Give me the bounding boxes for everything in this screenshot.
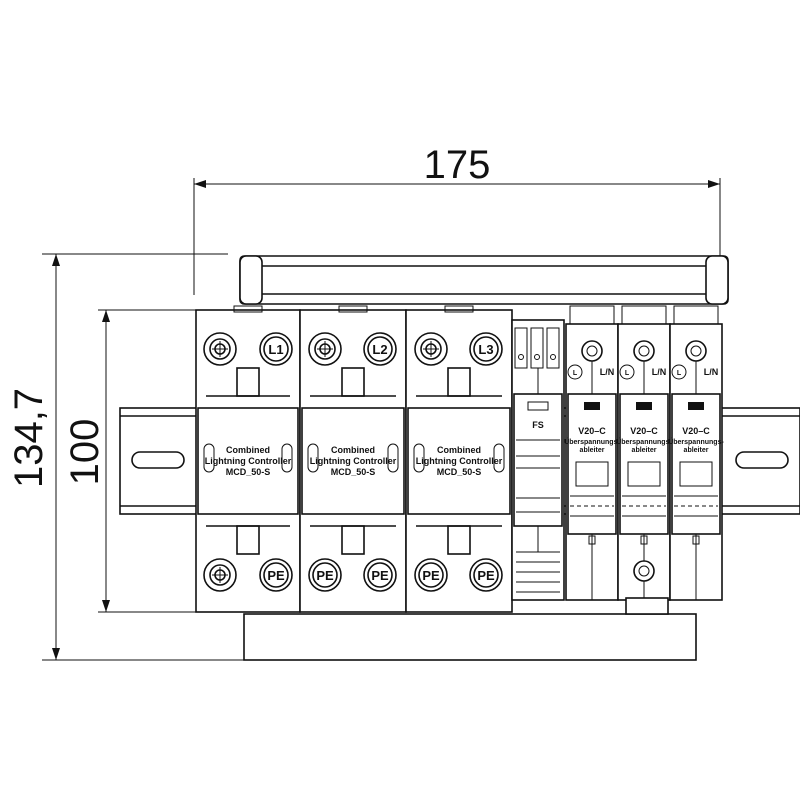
terminal-label: L1 (268, 342, 283, 357)
svg-text:ableiter: ableiter (684, 447, 709, 454)
base-plate (243, 613, 697, 661)
screw-terminal-icon (414, 332, 448, 366)
din-rail-slot-right (735, 451, 789, 469)
terminal-label: L2 (372, 342, 387, 357)
terminal-label: PE (477, 568, 495, 583)
screw-terminal-icon (308, 332, 342, 366)
screw-terminal-icon (203, 332, 237, 366)
surge-module-3: L L/N V20–C Überspannungs- ableiter (668, 305, 724, 601)
terminal-PE: PE (363, 558, 397, 592)
terminal-PE: PE (469, 558, 503, 592)
svg-text:L/N: L/N (652, 367, 667, 377)
svg-text:Combined: Combined (437, 445, 481, 455)
fs-module: FS (511, 319, 565, 601)
terminal-PE: PE (308, 558, 342, 592)
terminal-L3: L3 (469, 332, 503, 366)
top-busbar (239, 255, 729, 305)
svg-text:MCD_50-S: MCD_50-S (331, 467, 376, 477)
surge-module-name: V20–C (578, 426, 606, 436)
terminal-label: PE (267, 568, 285, 583)
svg-text:MCD_50-S: MCD_50-S (437, 467, 482, 477)
terminal-label: PE (371, 568, 389, 583)
width-dimension-label: 175 (424, 143, 491, 187)
svg-text:Combined: Combined (331, 445, 375, 455)
surge-module-1: L L/N V20–C Überspannungs- ableiter (564, 305, 620, 601)
terminal-PE: PE (259, 558, 293, 592)
svg-text:Überspannungs-: Überspannungs- (564, 437, 620, 446)
module-height-label: 100 (63, 419, 107, 486)
terminal-L1: L1 (259, 332, 293, 366)
terminal-label: PE (316, 568, 334, 583)
svg-text:ableiter: ableiter (632, 447, 657, 454)
terminal-label: PE (422, 568, 440, 583)
combined-module-1: L1 PE Combined Lightning Controller MCD_… (195, 305, 301, 613)
fs-label: FS (532, 420, 544, 430)
svg-text:L: L (573, 370, 578, 377)
svg-text:L: L (677, 370, 682, 377)
svg-text:Überspannungs-: Überspannungs- (668, 437, 724, 446)
terminal-label: L3 (478, 342, 493, 357)
svg-text:Lightning Controller: Lightning Controller (416, 456, 503, 466)
svg-text:Überspannungs-: Überspannungs- (616, 437, 672, 446)
module-label: Combined Lightning Controller MCD_50-S (310, 445, 397, 477)
overall-height-label: 134,7 (7, 388, 51, 488)
surge-module-name: V20–C (630, 426, 658, 436)
surge-module-2: L L/N V20–C Überspannungs- ableiter (616, 305, 672, 601)
svg-text:L: L (625, 370, 630, 377)
svg-text:Lightning Controller: Lightning Controller (205, 456, 292, 466)
mounting-foot (625, 597, 669, 615)
width-dimension: 175 (193, 143, 721, 300)
module-label: Combined Lightning Controller MCD_50-S (416, 445, 503, 477)
module-label: Combined Lightning Controller MCD_50-S (205, 445, 292, 477)
module-height-dimension: 100 (63, 309, 196, 613)
screw-terminal-icon (203, 558, 237, 592)
svg-text:L/N: L/N (600, 367, 615, 377)
svg-text:ableiter: ableiter (580, 447, 605, 454)
terminal-PE: PE (414, 558, 448, 592)
svg-text:Lightning Controller: Lightning Controller (310, 456, 397, 466)
din-rail-slot-left (131, 451, 185, 469)
combined-module-3: L3 PE PE Combined Lightning Controller M… (405, 305, 513, 613)
svg-text:L/N: L/N (704, 367, 719, 377)
surge-module-name: V20–C (682, 426, 710, 436)
combined-modules: L1 PE Combined Lightning Controller MCD_… (195, 305, 513, 613)
svg-text:Combined: Combined (226, 445, 270, 455)
terminal-L2: L2 (363, 332, 397, 366)
overall-height-dimension: 134,7 (7, 253, 244, 661)
screw-terminal-icon (633, 560, 655, 582)
surge-modules: L L/N V20–C Überspannungs- ableiter L L/… (564, 305, 724, 601)
svg-text:MCD_50-S: MCD_50-S (226, 467, 271, 477)
combined-module-2: L2 PE PE Combined Lightning Controller M… (299, 305, 407, 613)
